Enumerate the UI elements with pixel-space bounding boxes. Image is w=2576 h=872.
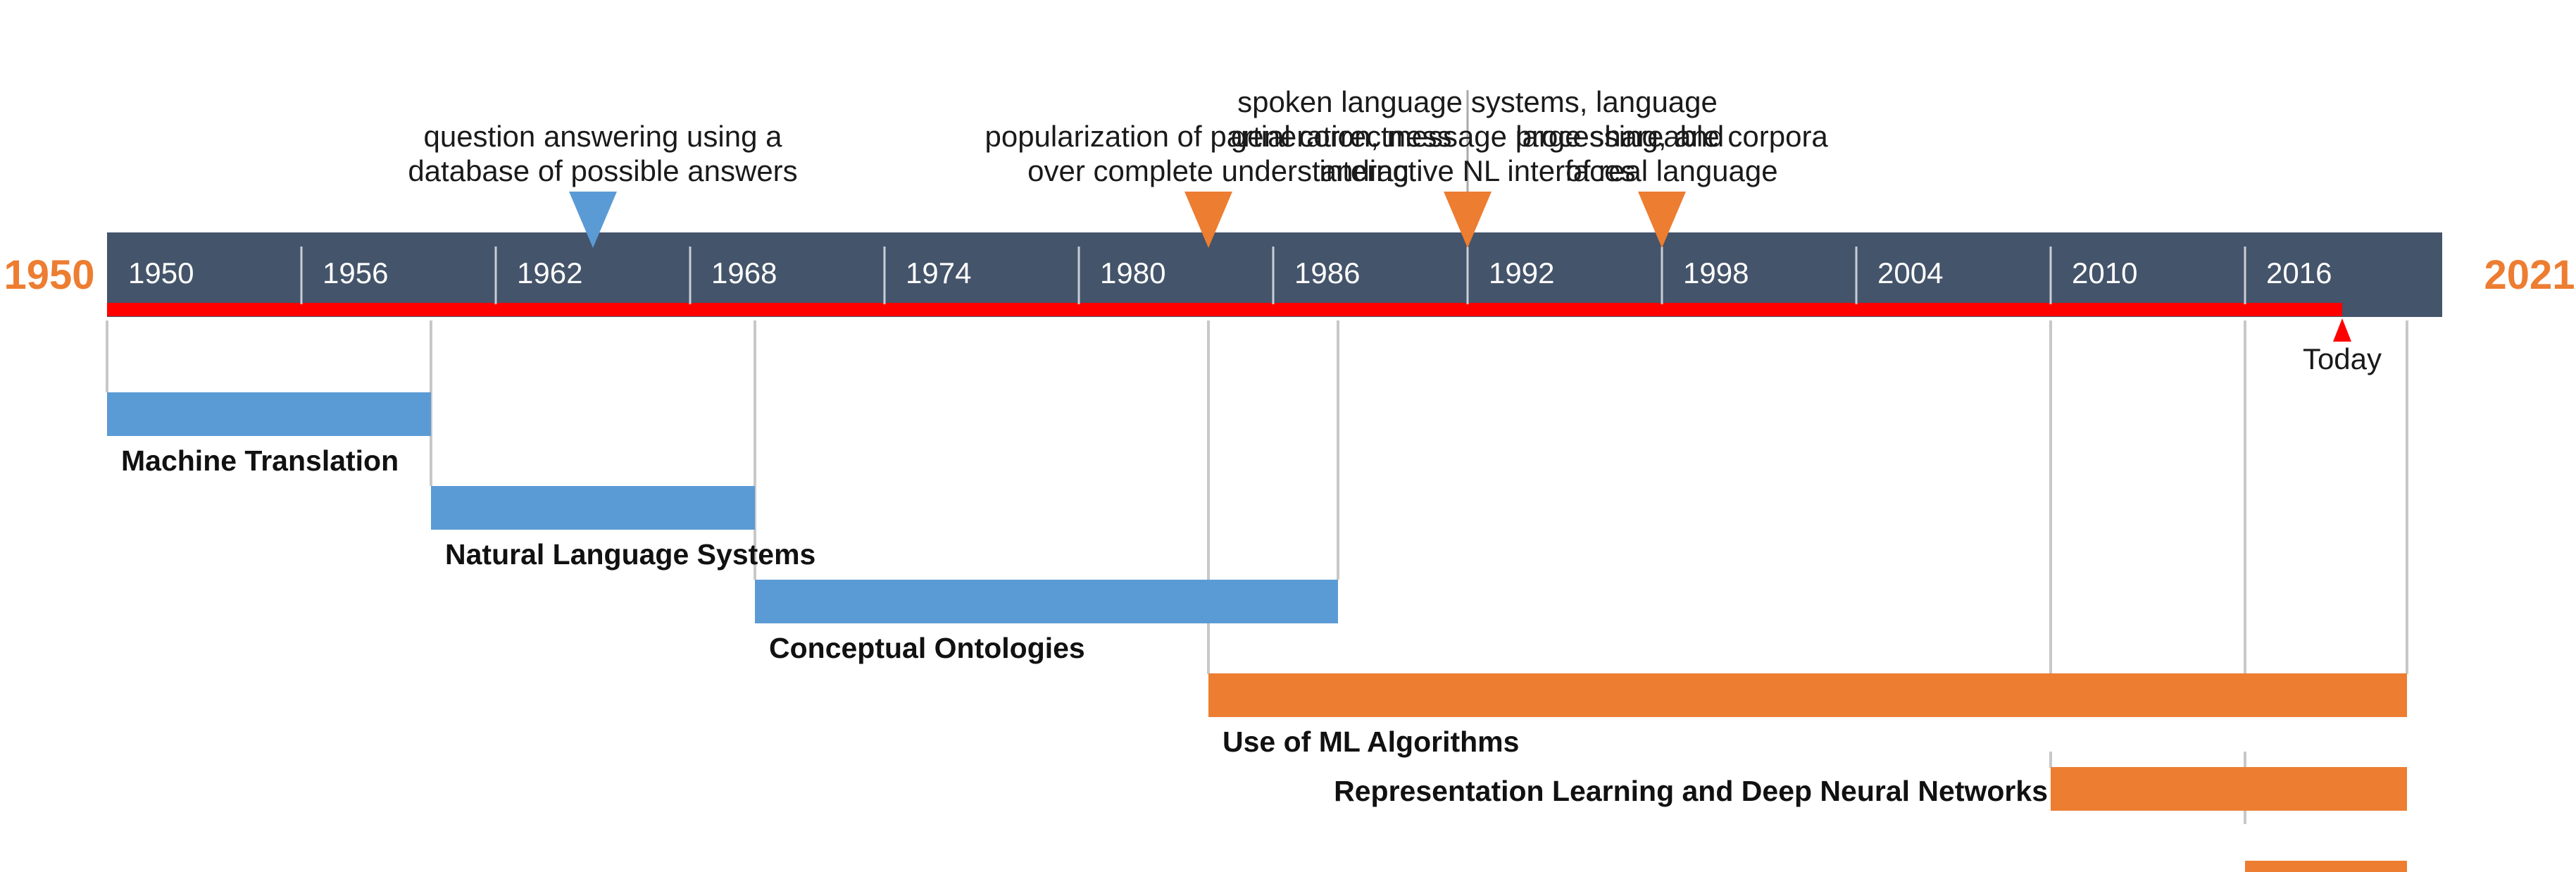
era-label: Conceptual Ontologies [769,632,1085,664]
progress-bar [107,303,2342,316]
era-label: Machine Translation [121,444,399,477]
tick-label: 1992 [1489,256,1554,289]
end-year-label: 2021 [2484,252,2575,298]
tick-label: 1974 [906,256,971,289]
event-label: spoken language systems, language [1237,85,1718,118]
event-label: question answering using a [423,120,782,153]
event-marker [1184,192,1232,248]
event-marker [569,192,617,248]
era-bar [107,392,431,436]
timeline-band-group: Today [107,232,2442,375]
event-label: popularization of partial correctness [984,120,1451,153]
era-label: Representation Learning and Deep Neural … [1334,775,2048,807]
era-bar [755,580,1338,623]
event-label: large shareable corpora [1515,120,1828,153]
today-marker [2333,318,2351,342]
tick-label: 1980 [1100,256,1165,289]
era-bar [431,486,755,530]
tick-label: 1956 [323,256,388,289]
era-bar [2051,767,2407,811]
event-label: database of possible answers [408,154,797,187]
era-label: Natural Language Systems [445,538,815,571]
tick-label: 1968 [711,256,777,289]
year-ticks: 1950 1956 1962 1968 1974 1980 1986 1992 1998 2004… [128,247,2332,304]
event-marker [1638,192,1686,248]
event-label: over complete understanding [1027,154,1409,187]
tick-label: 2004 [1877,256,1943,289]
start-year-label: 1950 [4,252,94,298]
event-label: generation, message processing, and [1231,120,1724,153]
tick-label: 1986 [1294,256,1360,289]
era-label: Unsupervised and Semi-Supervised Learnin… [1620,868,2242,872]
event-label: of real language [1565,154,1777,187]
tick-label: 2016 [2266,256,2332,289]
era-bar [2245,861,2407,872]
era-label: Use of ML Algorithms [1223,725,1519,758]
tick-label: 1950 [128,256,194,289]
tick-label: 1962 [517,256,582,289]
event-label: interactive NL interfaces [1320,154,1636,187]
guide-lines [106,90,2408,824]
tick-label: 2010 [2072,256,2137,289]
event-marker [1444,192,1492,248]
tick-label: 1998 [1683,256,1749,289]
era-bar [1208,673,2407,717]
today-label: Today [2303,342,2382,375]
